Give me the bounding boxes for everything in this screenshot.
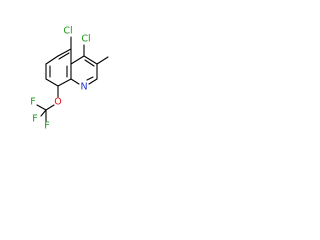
bond-c4-c3: [83, 55, 98, 65]
bond-c5-c6: [57, 48, 72, 57]
bond-c6-c7: [45, 55, 59, 65]
bond-cf3-f-top: [36, 104, 47, 111]
bond-c8-c8a: [45, 78, 59, 87]
atom-labels: Cl Cl N O F F F: [30, 26, 90, 132]
bond-c5-c6-inner: [58, 52, 70, 60]
bond-c8a-c4a: [57, 78, 72, 87]
fluorine-left-label: F: [32, 114, 37, 125]
fluorine-bottom-label: F: [44, 121, 49, 132]
bond-c4-c3-inner: [84, 59, 95, 67]
structure-diagram: Cl Cl N O F F F: [30, 26, 109, 132]
bond-c3-methyl: [96, 56, 109, 65]
bond-c2-n1: [88, 78, 98, 85]
bond-n1-c8a: [70, 78, 80, 85]
chlorine-5-label: Cl: [63, 26, 72, 37]
bond-o-cf3: [45, 104, 55, 111]
bond-cf3-f-left: [40, 109, 47, 117]
bonds: [36, 36, 109, 122]
oxygen-label: O: [54, 97, 61, 108]
chlorine-4-label: Cl: [81, 34, 90, 45]
bond-c4a-c4: [70, 55, 85, 65]
fluorine-top-label: F: [30, 97, 35, 108]
nitrogen-label: N: [80, 82, 87, 93]
bond-c2-n1-inner: [86, 76, 94, 81]
